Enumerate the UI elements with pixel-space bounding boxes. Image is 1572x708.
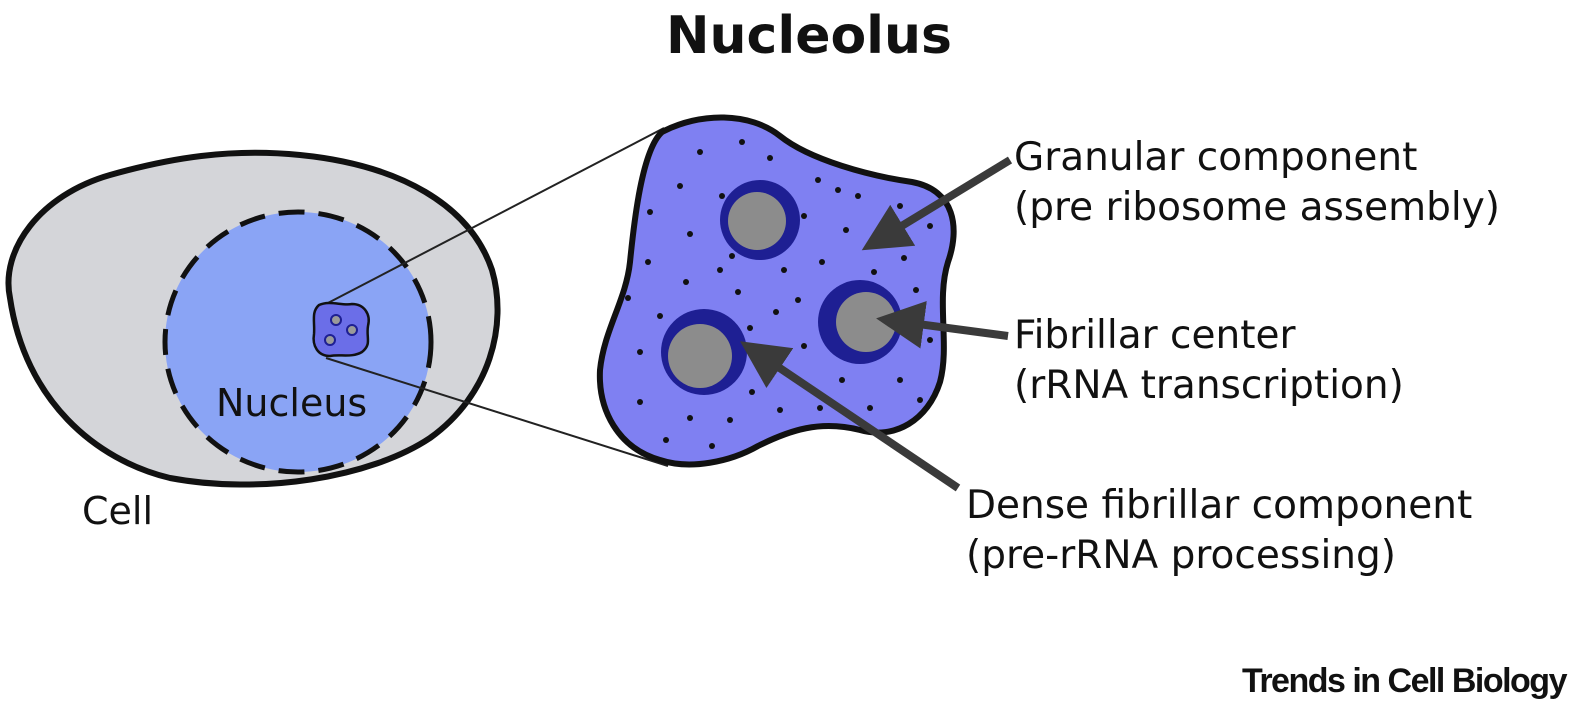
granule-dot xyxy=(917,397,923,403)
granule-dot xyxy=(739,139,745,145)
granule-dot xyxy=(773,309,779,315)
granule-dot xyxy=(719,193,725,199)
nucleolus-shape xyxy=(596,114,957,468)
granule-dot xyxy=(637,349,643,355)
granule-dot xyxy=(625,295,631,301)
dense-fibrillar-label: Dense fibrillar component (pre-rRNA proc… xyxy=(966,486,1472,575)
granule-dot xyxy=(871,269,877,275)
granule-dot xyxy=(927,223,933,229)
fibrillar-center-name: Fibrillar center xyxy=(1014,313,1296,358)
granule-dot xyxy=(897,203,903,209)
granule-dot xyxy=(855,193,861,199)
granule-dot xyxy=(735,289,741,295)
fibrillar-center-label: Fibrillar center (rRNA transcription) xyxy=(1014,316,1404,405)
granule-dot xyxy=(645,259,651,265)
granule-dot xyxy=(749,389,755,395)
granule-dot xyxy=(677,183,683,189)
granule-dot xyxy=(913,287,919,293)
granule-dot xyxy=(729,253,735,259)
granule-dot xyxy=(657,313,663,319)
arrow-granular xyxy=(861,156,1013,251)
granule-dot xyxy=(815,177,821,183)
arrow-dense xyxy=(740,341,961,492)
granule-dot xyxy=(843,227,849,233)
granule-dot xyxy=(647,209,653,215)
fibrillar-unit-left xyxy=(661,309,747,395)
granule-dot xyxy=(687,415,693,421)
granule-dot xyxy=(781,267,787,273)
granule-dot xyxy=(835,187,841,193)
figure-title: Nucleolus xyxy=(666,6,952,66)
zoom-line-bottom xyxy=(325,357,669,467)
granule-dot xyxy=(801,213,807,219)
granule-dot xyxy=(867,405,873,411)
granule-dot xyxy=(717,267,723,273)
granule-dot xyxy=(777,407,783,413)
granule-dot xyxy=(897,377,903,383)
granule-dot xyxy=(727,417,733,423)
granule-dot xyxy=(637,399,643,405)
granule-dot xyxy=(663,437,669,443)
granule-dot xyxy=(697,149,703,155)
fibrillar-unit-top xyxy=(720,180,800,260)
zoom-line-top xyxy=(325,127,665,305)
granule-dot xyxy=(795,297,801,303)
granular-component-name: Granular component xyxy=(1014,135,1418,180)
arrow-fibrillar xyxy=(876,300,1009,349)
granule-dot xyxy=(901,255,907,261)
journal-footer: Trends in Cell Biology xyxy=(1241,662,1568,700)
granular-component-label: Granular component (pre ribosome assembl… xyxy=(1014,138,1500,227)
dense-fibrillar-role: (pre-rRNA processing) xyxy=(966,533,1396,578)
granule-dot xyxy=(687,231,693,237)
granular-dots xyxy=(625,139,933,449)
granule-dot xyxy=(839,377,845,383)
fibrillar-center-role: (rRNA transcription) xyxy=(1014,363,1404,408)
nucleus-shape xyxy=(162,209,434,475)
dense-fibrillar-name: Dense fibrillar component xyxy=(966,483,1473,528)
granule-dot xyxy=(747,325,753,331)
granule-dot xyxy=(819,259,825,265)
small-nucleolus xyxy=(312,301,370,358)
granule-dot xyxy=(709,443,715,449)
cell-label: Cell xyxy=(82,489,154,533)
nucleus-label: Nucleus xyxy=(216,381,368,425)
granule-dot xyxy=(817,405,823,411)
granule-dot xyxy=(801,343,807,349)
granule-dot xyxy=(767,155,773,161)
granule-dot xyxy=(927,337,933,343)
granule-dot xyxy=(683,279,689,285)
granular-component-role: (pre ribosome assembly) xyxy=(1014,185,1500,230)
